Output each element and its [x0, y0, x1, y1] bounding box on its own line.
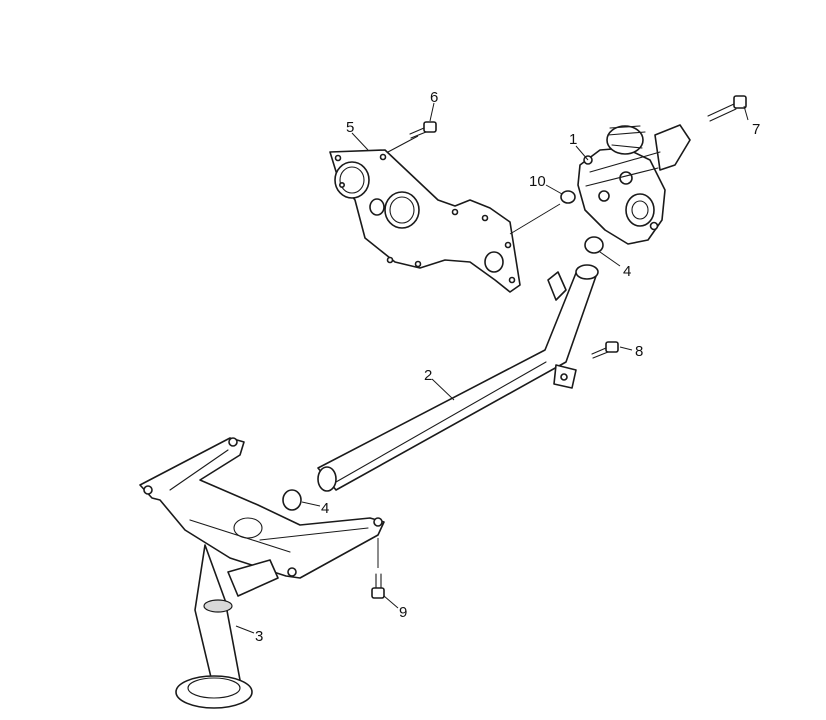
bolt-8 [591, 341, 619, 359]
callout-9: 9 [399, 604, 407, 621]
bolt-7 [707, 95, 747, 122]
callout-labels: 1 2 3 4 4 5 6 7 8 9 10 [255, 89, 760, 645]
o-ring-4-lower [282, 489, 302, 511]
oil-strainer [139, 437, 385, 709]
suction-pipe [317, 264, 599, 492]
bolt-9 [371, 573, 385, 599]
gasket-plate [329, 149, 521, 293]
o-ring-10 [560, 190, 576, 204]
callout-5: 5 [346, 119, 354, 136]
leader-lines [235, 102, 749, 634]
callout-10: 10 [529, 173, 546, 190]
bolt-6 [409, 121, 437, 139]
callout-3: 3 [255, 628, 263, 645]
callout-2: 2 [424, 367, 432, 384]
o-ring-4-upper [584, 236, 604, 254]
callout-4-lower: 4 [321, 500, 329, 517]
callout-8: 8 [635, 343, 643, 360]
oil-pump [577, 124, 691, 245]
callout-7: 7 [752, 121, 760, 138]
callout-4-upper: 4 [623, 263, 631, 280]
callout-6: 6 [430, 89, 438, 106]
callout-1: 1 [569, 131, 577, 148]
